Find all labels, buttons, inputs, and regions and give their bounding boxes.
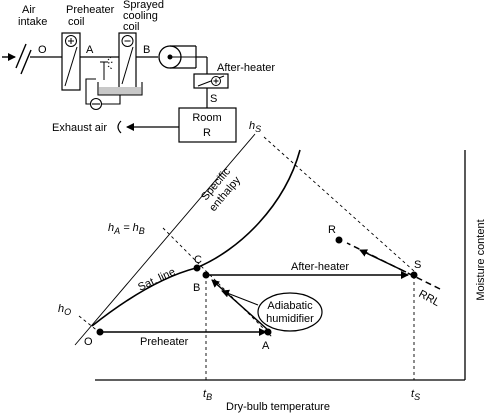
schematic-state-a: A — [86, 44, 94, 56]
adiabatic-humidifier-label-2: humidifier — [266, 313, 314, 325]
h-o-label: hO — [58, 303, 71, 317]
room-ratio-arrow — [359, 249, 407, 273]
point-a — [264, 328, 272, 336]
t-b-label: tB — [203, 388, 212, 402]
exhaust-air-label: Exhaust air — [52, 122, 107, 134]
room-box — [178, 107, 237, 143]
point-a-label: A — [262, 340, 270, 352]
point-b — [202, 271, 210, 279]
construction-lines — [78, 136, 415, 380]
adiabatic-process-line — [211, 279, 269, 331]
plant-schematic: Air intake O Preheater coil A — [2, 0, 275, 143]
preheater-coil-label-2: coil — [68, 16, 85, 28]
point-s-label: S — [414, 259, 421, 271]
y-axis-label: Moisture content — [475, 219, 486, 300]
cooling-coil-label-2: cooling — [123, 10, 158, 22]
point-r — [335, 236, 343, 244]
adiabatic-humidifier-callout — [257, 292, 323, 332]
point-b-label: B — [193, 282, 200, 294]
after-heater-label: After-heater — [217, 62, 275, 74]
point-c — [193, 264, 201, 272]
air-intake-label-1: Air — [22, 4, 36, 16]
air-intake-label-2: intake — [18, 16, 47, 28]
room-label-1: Room — [192, 112, 221, 124]
schematic-state-o: O — [38, 44, 47, 56]
point-c-label: C — [194, 254, 202, 266]
sprayed-cooling-coil — [118, 32, 137, 89]
state-points — [96, 236, 418, 336]
cooling-coil-label-3: coil — [123, 21, 140, 33]
schematic-state-s: S — [210, 93, 217, 105]
rrl-label: RRL — [417, 288, 442, 309]
spray-nozzle — [100, 55, 114, 80]
t-s-label: tS — [411, 388, 420, 402]
supply-fan — [158, 45, 196, 69]
spray-tray-loop — [85, 78, 143, 111]
point-s — [410, 271, 418, 279]
preheater-coil — [61, 32, 81, 91]
preheater-coil-label-1: Preheater — [66, 4, 115, 16]
exhaust-vent — [117, 120, 122, 134]
psychrometric-chart: Dry-bulb temperature Moisture content Sp… — [58, 120, 486, 413]
preheater-process-label: Preheater — [140, 336, 189, 348]
point-r-label: R — [328, 224, 336, 236]
adiabatic-callout-pointer — [221, 289, 259, 306]
x-axis-label: Dry-bulb temperature — [226, 401, 330, 413]
schematic-state-b: B — [143, 44, 150, 56]
duct-to-after-heater — [195, 46, 208, 74]
after-heater-process-label: After-heater — [291, 261, 349, 273]
saturation-line-label: Sat. line — [136, 266, 177, 294]
room-label-2: R — [203, 127, 211, 139]
h-a-equals-h-b-label: hA = hB — [108, 222, 145, 236]
cooling-coil-label-1: Sprayed — [123, 0, 164, 11]
point-o-label: O — [84, 336, 93, 348]
after-heater-coil — [193, 73, 229, 89]
point-o — [96, 328, 104, 336]
intake-damper — [15, 43, 32, 75]
enthalpy-line — [74, 133, 256, 346]
adiabatic-humidifier-label-1: Adiabatic — [267, 300, 313, 312]
h-s-label: hS — [249, 120, 261, 134]
